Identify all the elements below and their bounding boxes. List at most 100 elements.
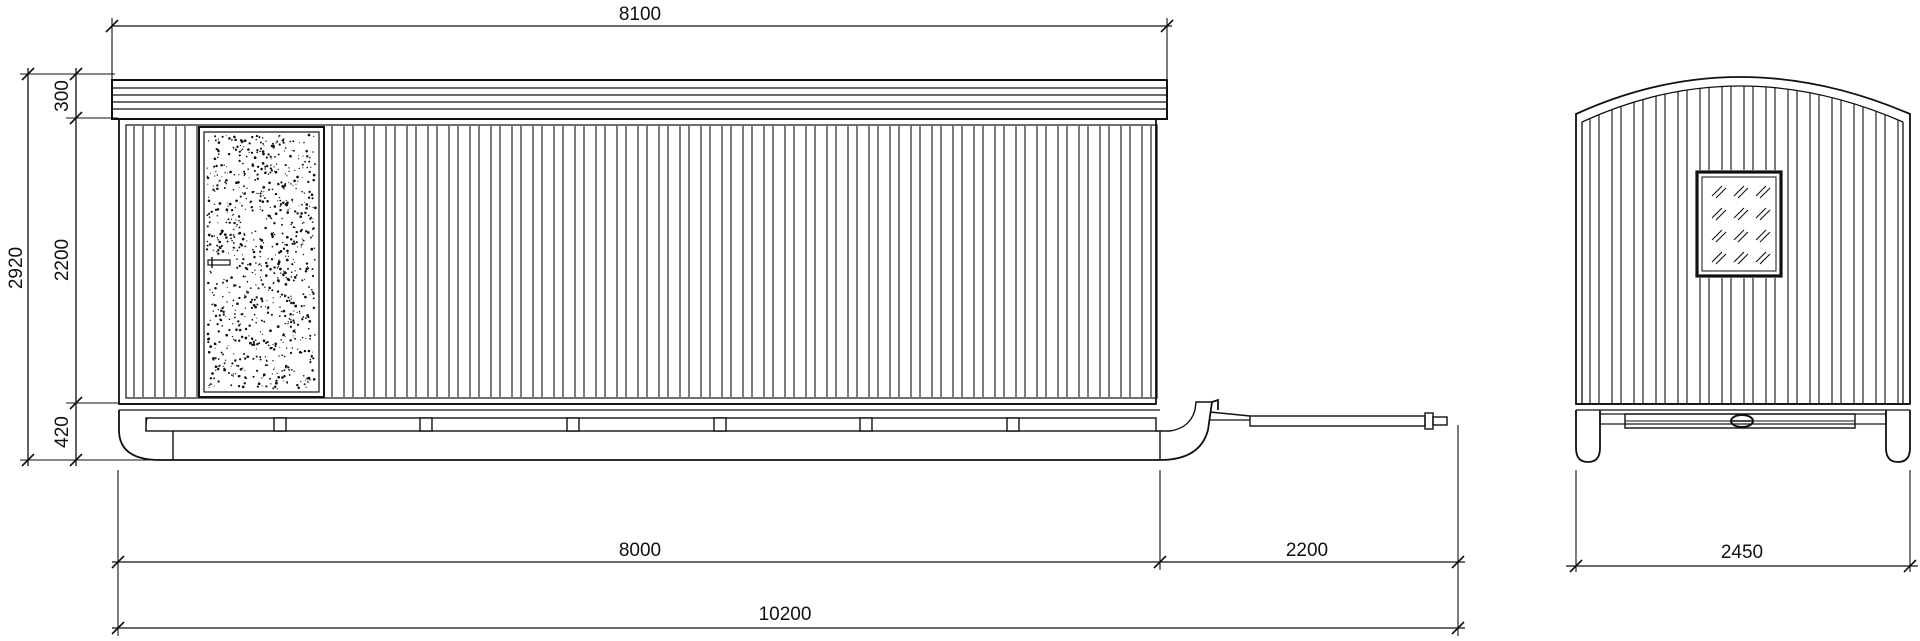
door-speck [278,315,281,317]
door-speck [216,322,219,326]
door-speck [270,158,272,160]
door-speck [283,270,285,272]
door-speck [212,188,215,191]
door-speck [256,343,259,346]
door-speck [273,385,277,389]
door-speck [312,378,316,381]
door-speck [211,303,213,306]
door-speck [263,320,266,323]
door-speck [289,140,292,143]
door-speck [238,286,241,288]
door-speck [298,158,300,160]
door-speck [209,383,212,386]
door-speck [231,335,234,338]
door-speck [255,262,257,264]
door-speck [209,377,213,380]
door-speck [242,275,245,278]
door-speck [312,297,315,300]
door-speck [260,190,263,193]
door-speck [287,366,290,369]
door-speck [237,375,240,378]
door-speck [266,340,269,344]
dimension-end-width: 2450 [1566,470,1918,573]
door-speck [244,376,247,379]
door-speck [255,138,257,141]
door-speck [217,138,220,140]
door-speck [226,301,228,303]
door-speck [242,192,244,194]
door-speck [234,254,236,256]
door-speck [276,290,280,293]
door-speck [292,184,294,186]
door-speck [275,242,279,246]
door-speck [311,369,314,372]
door-speck [276,372,278,375]
door-speck [232,213,235,216]
door-handle [207,257,231,268]
door-speck [260,239,264,242]
door-speck [272,282,275,284]
door-speck [290,271,293,274]
door-speck [261,162,265,165]
door-speck [243,185,246,188]
door-speck [212,185,214,187]
door-speck [265,385,268,388]
door-speck [230,208,234,212]
door-speck [239,323,241,325]
door-speck [311,228,314,231]
door-speck [215,170,217,173]
door-speck [303,192,306,194]
door-speck [271,373,274,375]
door-speck [225,182,228,185]
door-speck [270,258,274,261]
door-speck [246,187,248,189]
door-speck [217,380,220,383]
door-speck [275,142,277,144]
door-speck [293,310,295,312]
door-speck [252,357,255,360]
door-speck [284,364,288,368]
door-speck [297,386,300,389]
door-speck [309,334,312,337]
door-speck [309,358,312,361]
door-speck [302,243,304,245]
door-speck [236,223,238,226]
door-speck [253,255,256,259]
door-speck [209,345,213,348]
door-speck [241,148,244,151]
window-hatch-mark [1715,187,1727,199]
door-speck [263,197,266,199]
door-speck [251,163,254,166]
door-speck [300,380,302,383]
door-speck [227,205,229,207]
door-speck [265,218,268,220]
door-speck [282,274,285,277]
door-speck [299,229,303,233]
door-speck [229,170,232,174]
door-speck [221,325,224,327]
window-hatch-mark [1759,209,1771,221]
door-speck [285,347,288,349]
door-speck [290,276,293,278]
door-speck [237,385,241,388]
door-speck [294,169,296,172]
door-speck [264,364,267,367]
door-speck [208,212,211,215]
door-speck [207,183,209,185]
door-speck [216,174,219,176]
door-speck [245,268,247,271]
door-speck [289,351,293,355]
door-speck [213,294,215,296]
door-speck [214,175,216,177]
door-speck [213,235,216,237]
door-speck [228,328,231,332]
door-speck [303,141,305,144]
dim-label-side-width: 2450 [1721,542,1763,563]
door-speck [312,178,315,182]
door-speck [250,306,253,310]
door-speck [242,257,245,261]
door-speck [214,190,216,192]
door-speck [291,347,294,349]
door-speck [260,147,263,150]
door-speck [286,381,289,383]
